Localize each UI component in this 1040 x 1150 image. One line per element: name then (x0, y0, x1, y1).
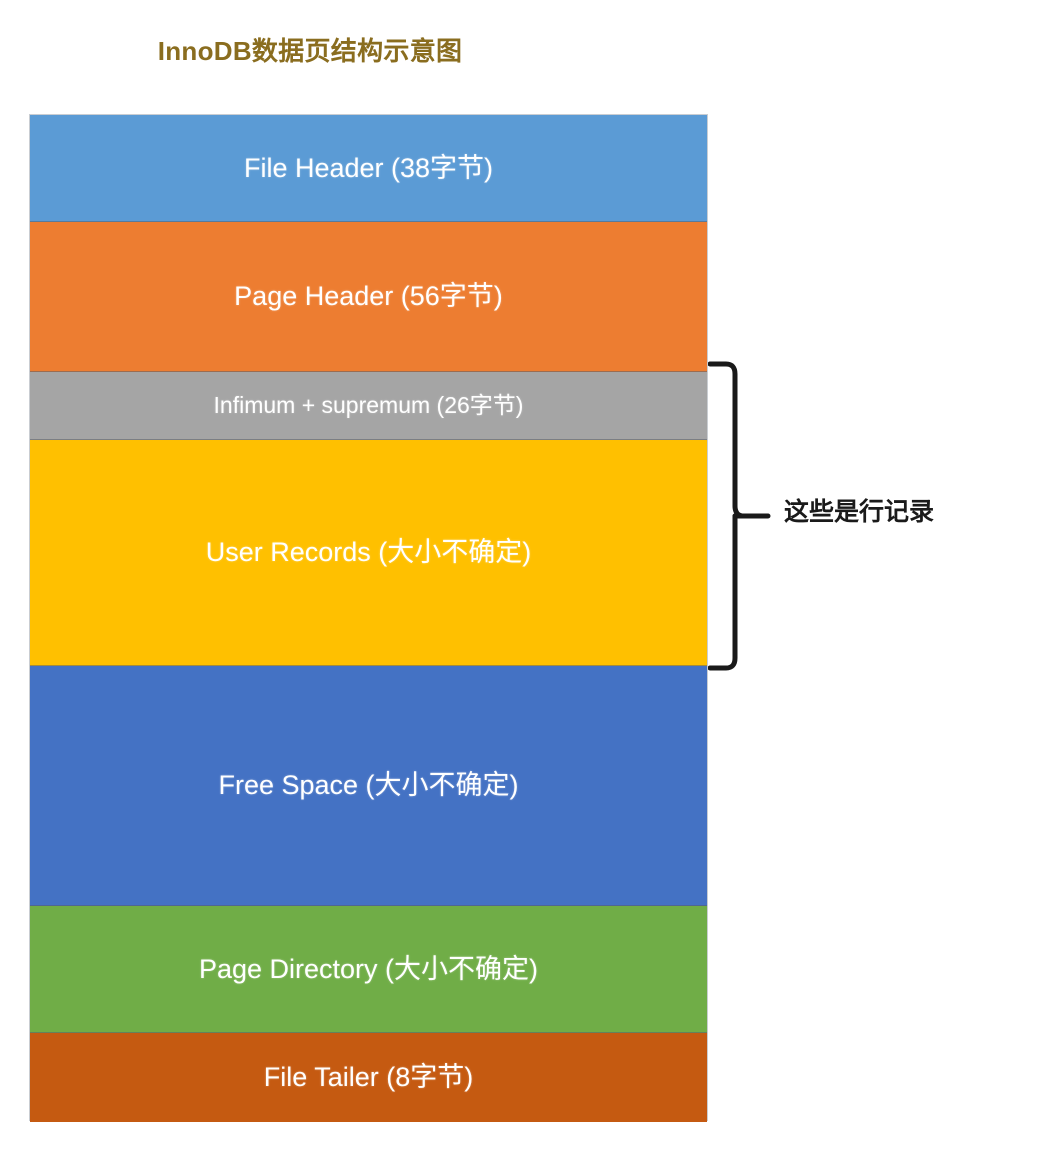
page-section-label: Free Space (大小不确定) (218, 770, 519, 801)
page-section-free-space[interactable]: Free Space (大小不确定) (30, 666, 707, 906)
page-section-page-directory[interactable]: Page Directory (大小不确定) (30, 906, 707, 1033)
page-section-user-records[interactable]: User Records (大小不确定) (30, 440, 707, 666)
page-section-file-tailer[interactable]: File Tailer (8字节) (30, 1033, 707, 1122)
row-records-annotation-label: 这些是行记录 (784, 498, 935, 526)
page-section-label: Page Directory (大小不确定) (198, 953, 539, 984)
page-section-infimum-supremum[interactable]: Infimum + supremum (26字节) (30, 372, 707, 440)
page-structure-stack: File Header (38字节) Page Header (56字节) In… (29, 114, 708, 1122)
page-section-label: User Records (大小不确定) (205, 537, 532, 568)
page-section-file-header[interactable]: File Header (38字节) (30, 115, 707, 222)
curly-brace-icon (708, 361, 771, 671)
page-section-page-header[interactable]: Page Header (56字节) (30, 222, 707, 372)
row-records-annotation: 这些是行记录 (708, 360, 1040, 672)
page-section-label: File Tailer (8字节) (263, 1062, 474, 1093)
diagram-title: InnoDB数据页结构示意图 (157, 36, 463, 66)
page-section-label: Page Header (56字节) (234, 281, 503, 312)
page-section-label: Infimum + supremum (26字节) (213, 391, 524, 418)
page-section-label: File Header (38字节) (243, 152, 494, 183)
